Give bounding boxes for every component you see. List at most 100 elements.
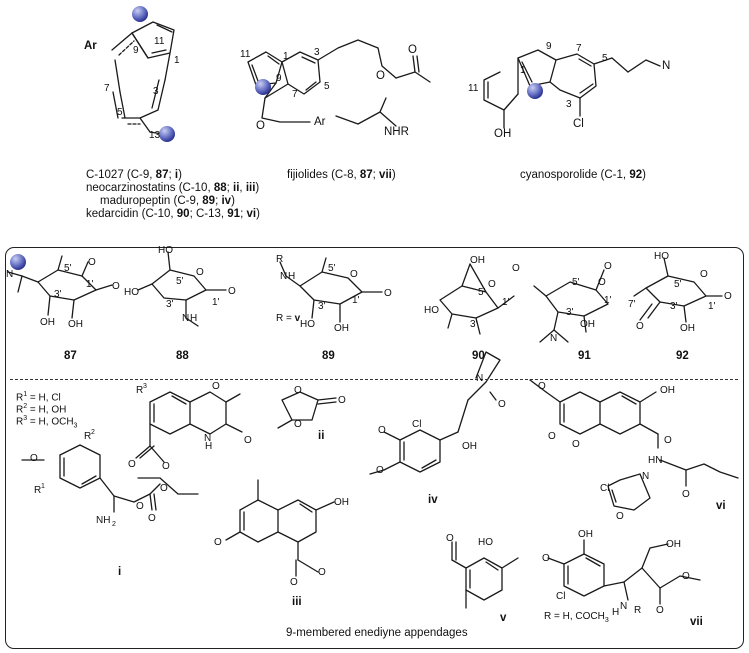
atom-o: O xyxy=(700,269,708,280)
atom-num: 3' xyxy=(166,299,174,310)
atom-cl: Cl xyxy=(412,419,422,430)
compound-label: 88 xyxy=(176,350,189,362)
atom-cl: Cl xyxy=(573,118,584,130)
atom-num: 5' xyxy=(478,287,486,298)
atom-num: 1 xyxy=(283,51,289,62)
atom-o: O xyxy=(88,257,96,268)
atom-n: N xyxy=(662,60,671,72)
compound-label: 89 xyxy=(322,350,335,362)
atom-ho: HO xyxy=(300,319,315,330)
atom-h: H xyxy=(612,607,620,618)
sugar-90-bonds xyxy=(439,263,515,335)
atom-r: R xyxy=(634,605,642,616)
atom-num: 5' xyxy=(674,279,682,290)
appendage-ii-bonds xyxy=(277,391,337,429)
atom-oh: OH xyxy=(470,255,485,266)
atom-oh: OH xyxy=(580,319,595,330)
ball-marker-sugars xyxy=(10,254,26,270)
atom-o: O xyxy=(228,286,236,297)
atom-num: 3' xyxy=(318,301,326,312)
ball-marker-c1027-top xyxy=(132,6,148,22)
sugar-91-bonds xyxy=(533,269,609,343)
atom-num: 3 xyxy=(566,99,572,110)
atom-o: O xyxy=(376,465,384,476)
appendage-label: iv xyxy=(428,494,438,506)
atom-num: 9 xyxy=(546,41,552,52)
atom-o: O xyxy=(664,435,672,446)
atom-num: 3 xyxy=(314,47,320,58)
atom-ar: Ar xyxy=(314,116,326,128)
atom-oh: OH xyxy=(334,323,349,334)
appendage-vii-bonds xyxy=(547,539,701,605)
appendage-label: i xyxy=(118,566,122,578)
atom-o: O xyxy=(408,44,417,56)
caption-line: kedarcidin (C-10, 90; C-13, 91; vi) xyxy=(86,208,260,220)
atom-num: 5 xyxy=(117,107,123,118)
atom-n: N xyxy=(280,271,288,282)
appendage-iii-bonds xyxy=(225,479,335,577)
atom-o: O xyxy=(572,439,580,450)
appendage-label: ii xyxy=(318,430,325,442)
r2-definition: R2 = H, OH xyxy=(16,403,67,416)
atom-num: 1' xyxy=(708,301,716,312)
atom-cl: Cl xyxy=(600,483,610,494)
atom-o: O xyxy=(488,279,496,290)
atom-num: 5 xyxy=(602,53,608,64)
appendage-label: vi xyxy=(716,500,726,512)
atom-num: 1' xyxy=(502,297,510,308)
atom-o: O xyxy=(378,425,386,436)
atom-h: H xyxy=(288,271,296,282)
atom-o: O xyxy=(136,501,144,512)
atom-o: O xyxy=(160,483,168,494)
atom-hn: HN xyxy=(648,455,663,466)
cyanosporolide-caption: cyanosporolide (C-1, 92) xyxy=(520,169,646,181)
atom-num: 1' xyxy=(352,295,360,306)
atom-o: O xyxy=(148,513,156,524)
atom-num: 3' xyxy=(470,319,478,330)
atom-o: O xyxy=(548,431,556,442)
atom-o: O xyxy=(338,395,346,406)
atom-n: N xyxy=(476,373,484,384)
atom-o: O xyxy=(498,399,506,410)
atom-o: O xyxy=(724,291,732,302)
atom-r: R xyxy=(84,431,92,442)
atom-o: O xyxy=(682,489,690,500)
r-definition-vii: R = H, COCH3 xyxy=(544,611,609,624)
atom-nhr: NHR xyxy=(384,126,409,138)
atom-o: O xyxy=(112,281,120,292)
atom-o: O xyxy=(294,385,302,396)
atom-o: O xyxy=(616,511,624,522)
r1-definition: R1 = H, Cl xyxy=(16,391,61,404)
atom-o: O xyxy=(318,567,326,578)
r-definition: R = v xyxy=(276,313,301,324)
atom-num: 1' xyxy=(212,297,220,308)
atom-o: O xyxy=(446,533,454,544)
atom-o: O xyxy=(512,263,520,274)
atom-o: O xyxy=(294,419,302,430)
compound-label: 87 xyxy=(64,350,77,362)
compound-label: 90 xyxy=(472,350,485,362)
atom-num: 5 xyxy=(324,81,330,92)
atom-oh: OH xyxy=(40,317,55,328)
caption-line: C-1027 (C-9, 87; i) xyxy=(86,169,182,181)
atom-oh: OH xyxy=(462,441,477,452)
atom-sup: 3 xyxy=(143,383,147,390)
atom-oh: OH xyxy=(494,128,512,140)
atom-num: 1 xyxy=(520,65,526,76)
atom-ho: HO xyxy=(654,251,669,262)
atom-num: 9 xyxy=(276,73,282,84)
atom-num: 7 xyxy=(576,43,582,54)
atom-num: 3' xyxy=(566,307,574,318)
atom-ho: HO xyxy=(158,245,173,256)
atom-num: 7' xyxy=(628,299,636,310)
atom-o: O xyxy=(196,267,204,278)
atom-o: O xyxy=(290,577,298,588)
appendage-label: iii xyxy=(292,596,302,608)
appendage-label: v xyxy=(500,612,507,624)
atom-sup: 2 xyxy=(91,429,95,436)
atom-h: H xyxy=(205,441,213,452)
atom-num: 9 xyxy=(133,45,139,56)
appendage-label: vii xyxy=(690,616,703,628)
appendage-vi-bonds xyxy=(529,379,739,511)
